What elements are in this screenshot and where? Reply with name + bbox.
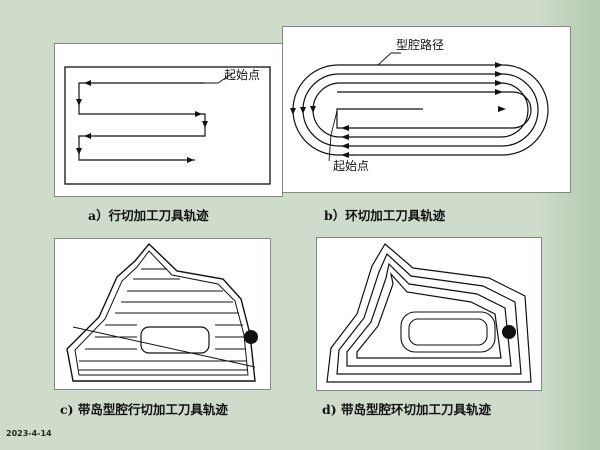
start-point-label: 起始点 <box>224 68 260 82</box>
offset-contours <box>326 243 532 383</box>
ring-toolpath-diagram: 起始点 型腔路径 <box>290 37 549 173</box>
island <box>140 326 210 354</box>
direction-arrows <box>76 80 208 163</box>
panel-c <box>54 238 271 390</box>
start-point-marker <box>244 330 258 344</box>
start-point-leader <box>205 72 234 84</box>
nested-loops <box>292 64 549 156</box>
start-point-leader <box>328 110 338 162</box>
cavity-offset <box>74 250 249 376</box>
panel-a: 起始点 <box>54 43 283 197</box>
direction-arrows <box>290 62 506 158</box>
caption-c: c) 带岛型腔行切加工刀具轨迹 <box>60 402 228 417</box>
caption-a: a）行切加工刀具轨迹 <box>88 208 209 223</box>
diagonal-line <box>72 326 256 368</box>
cavity-path-label: 型腔路径 <box>396 37 444 52</box>
panel-d <box>316 237 542 391</box>
start-point-marker <box>502 325 516 339</box>
slide-date: 2023-4-14 <box>6 429 52 438</box>
island-ring-diagram <box>326 243 532 383</box>
zigzag-rows <box>79 268 247 371</box>
caption-d: d) 带岛型腔环切加工刀具轨迹 <box>322 402 492 417</box>
island-zigzag-diagram <box>66 242 258 382</box>
cavity-outline <box>66 242 256 382</box>
cavity-path-leader <box>377 52 401 66</box>
workpiece-boundary <box>64 66 271 185</box>
caption-b: b）环切加工刀具轨迹 <box>324 208 446 223</box>
zigzag-toolpath-diagram: 起始点 <box>64 66 271 185</box>
panel-b: 起始点 型腔路径 <box>282 26 571 193</box>
start-point-label: 起始点 <box>333 159 369 173</box>
island-loops <box>400 311 496 353</box>
zigzag-path <box>78 82 206 161</box>
